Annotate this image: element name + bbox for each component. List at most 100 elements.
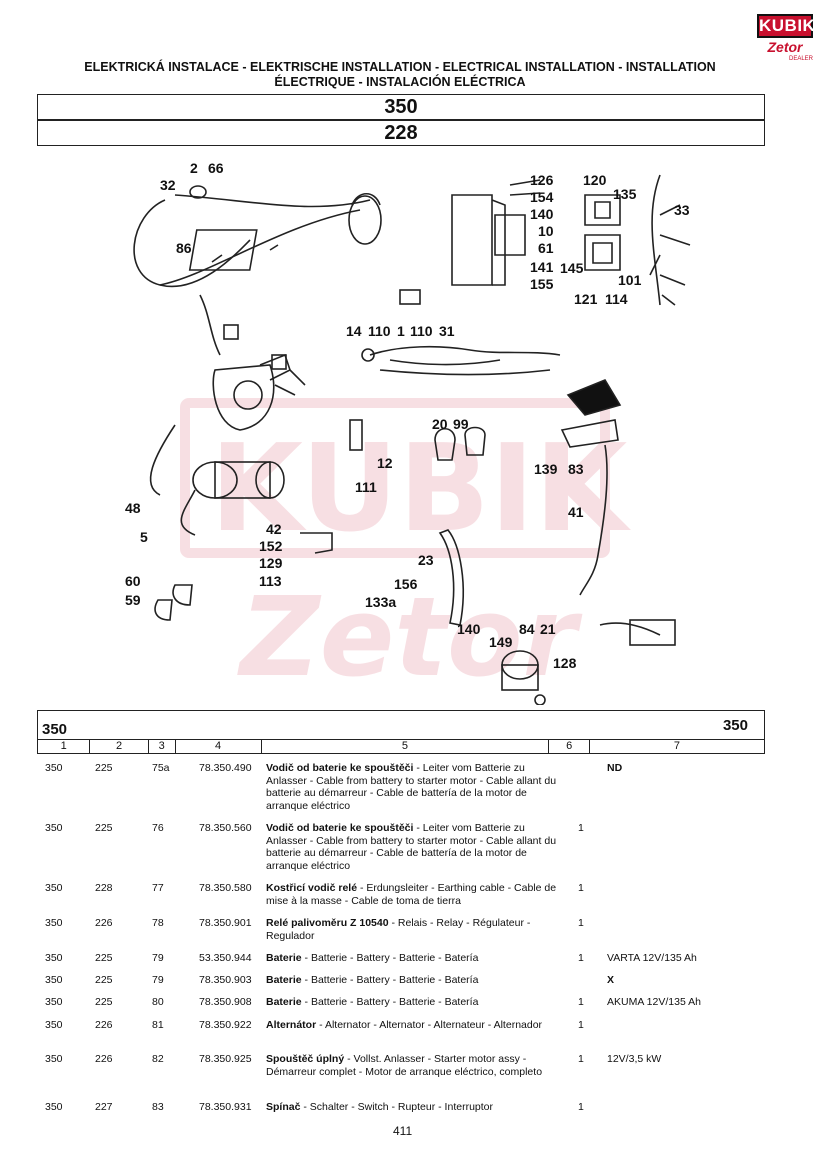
description-name: Spínač bbox=[266, 1101, 301, 1113]
description-text: - Batterie - Battery - Batterie - Baterí… bbox=[301, 996, 479, 1008]
callout: 139 bbox=[534, 461, 558, 477]
column-header: 2 bbox=[90, 740, 149, 754]
table-model-right: 350 bbox=[722, 717, 748, 734]
description-name: Baterie bbox=[266, 974, 302, 986]
cell-position: 82 bbox=[152, 1053, 164, 1065]
description-name: Vodič od baterie ke spouštěči bbox=[266, 822, 414, 834]
cell-description: Alternátor - Alternator - Alternator - A… bbox=[266, 1019, 558, 1032]
description-text: - Schalter - Switch - Rupteur - Interrup… bbox=[300, 1101, 494, 1113]
description-name: Alternátor bbox=[266, 1019, 317, 1031]
group-number-box: 228 bbox=[37, 120, 765, 146]
description-text: - Batterie - Battery - Batterie - Baterí… bbox=[301, 952, 479, 964]
cell-model: 350 bbox=[45, 917, 63, 929]
parts-table-header: 350 350 1 2 3 4 5 6 7 bbox=[37, 710, 765, 754]
description-text: - Erdungsleiter - Earthing cable - Cable… bbox=[266, 882, 557, 907]
callout: 145 bbox=[560, 260, 584, 276]
cell-description: Vodič od baterie ke spouštěči - Leiter v… bbox=[266, 822, 558, 872]
cell-position: 76 bbox=[152, 822, 164, 834]
cell-model: 350 bbox=[45, 974, 63, 986]
cell-description: Spínač - Schalter - Switch - Rupteur - I… bbox=[266, 1101, 558, 1114]
cell-group: 225 bbox=[95, 762, 113, 774]
cell-group: 225 bbox=[95, 952, 113, 964]
description-name: Baterie bbox=[266, 952, 302, 964]
cell-model: 350 bbox=[45, 1019, 63, 1031]
cell-position: 78 bbox=[152, 917, 164, 929]
callout: 48 bbox=[125, 500, 141, 516]
cell-group: 228 bbox=[95, 882, 113, 894]
callout: 140 bbox=[457, 621, 481, 637]
description-name: Spouštěč úplný bbox=[266, 1053, 345, 1065]
cell-note: VARTA 12V/135 Ah bbox=[607, 952, 697, 964]
callout: 14 bbox=[346, 323, 362, 339]
cell-description: Spouštěč úplný - Vollst. Anlasser - Star… bbox=[266, 1053, 558, 1078]
callout: 10 bbox=[538, 223, 554, 239]
cell-quantity: 1 bbox=[578, 952, 584, 964]
cell-quantity: 1 bbox=[578, 1101, 584, 1113]
description-text: - Vollst. Anlasser - Starter motor assy … bbox=[266, 1053, 543, 1078]
callout: 140 bbox=[530, 206, 554, 222]
cell-note: X bbox=[607, 974, 615, 986]
cell-quantity: 1 bbox=[578, 996, 584, 1008]
column-header: 3 bbox=[149, 740, 176, 754]
page-heading-line2: ÉLECTRIQUE - INSTALACIÓN ELÉCTRICA bbox=[274, 75, 526, 89]
callout: 110 bbox=[410, 323, 433, 339]
description-name: Baterie bbox=[266, 996, 302, 1008]
cell-part-number: 78.350.908 bbox=[199, 996, 252, 1008]
cell-model: 350 bbox=[45, 762, 63, 774]
cell-group: 225 bbox=[95, 822, 113, 834]
callout: 155 bbox=[530, 276, 554, 292]
cell-description: Kostřicí vodič relé - Erdungsleiter - Ea… bbox=[266, 882, 558, 907]
callout: 114 bbox=[605, 291, 628, 307]
callout: 42 bbox=[266, 521, 282, 537]
callout: 31 bbox=[439, 323, 455, 339]
callout: 5 bbox=[140, 529, 148, 545]
cell-note: 12V/3,5 kW bbox=[607, 1053, 662, 1065]
cell-position: 80 bbox=[152, 996, 164, 1008]
callout: 83 bbox=[568, 461, 584, 477]
callout: 149 bbox=[489, 634, 513, 650]
cell-part-number: 78.350.560 bbox=[199, 822, 252, 834]
watermark-sub: Zetor bbox=[237, 573, 583, 701]
description-text: - Leiter vom Batterie zu Anlasser - Cabl… bbox=[266, 762, 557, 812]
cell-part-number: 53.350.944 bbox=[199, 952, 252, 964]
cell-position: 79 bbox=[152, 952, 164, 964]
cell-note: AKUMA 12V/135 Ah bbox=[607, 996, 701, 1008]
callout: 32 bbox=[160, 177, 176, 193]
watermark-brand: KUBIK bbox=[210, 420, 631, 559]
description-text: - Batterie - Battery - Batterie - Baterí… bbox=[301, 974, 479, 986]
cell-position: 77 bbox=[152, 882, 164, 894]
callout: 126 bbox=[530, 172, 554, 188]
cell-part-number: 78.350.922 bbox=[199, 1019, 252, 1031]
description-text: - Leiter vom Batterie zu Anlasser - Cabl… bbox=[266, 822, 557, 872]
description-text: - Alternator - Alternator - Alternateur … bbox=[316, 1019, 543, 1031]
callout: 12 bbox=[377, 455, 393, 471]
callout: 121 bbox=[574, 291, 598, 307]
description-name: Relé palivoměru Z 10540 bbox=[266, 917, 389, 929]
logo-tiny-text: DEALER bbox=[788, 56, 813, 62]
column-header: 5 bbox=[262, 740, 550, 754]
callout: 41 bbox=[568, 504, 584, 520]
cell-model: 350 bbox=[45, 822, 63, 834]
cell-quantity: 1 bbox=[578, 1019, 584, 1031]
description-text: - Relais - Relay - Régulateur - Regulado… bbox=[266, 917, 531, 942]
cell-part-number: 78.350.490 bbox=[199, 762, 252, 774]
brand-logo: KUBIK Zetor DEALER bbox=[757, 14, 815, 62]
description-name: Vodič od baterie ke spouštěči bbox=[266, 762, 414, 774]
logo-sub-text: Zetor bbox=[767, 39, 803, 55]
callout: 128 bbox=[553, 655, 577, 671]
model-number-box: 350 bbox=[37, 94, 765, 120]
cell-part-number: 78.350.903 bbox=[199, 974, 252, 986]
cell-note: ND bbox=[607, 762, 623, 774]
logo-brand-text: KUBIK bbox=[757, 14, 815, 38]
callout: 23 bbox=[418, 552, 434, 568]
cell-description: Baterie - Batterie - Battery - Batterie … bbox=[266, 952, 558, 965]
watermark: KUBIK Zetor bbox=[180, 398, 631, 701]
column-header: 7 bbox=[673, 740, 681, 752]
cell-group: 227 bbox=[95, 1101, 113, 1113]
callout: 99 bbox=[453, 416, 469, 432]
cell-quantity: 1 bbox=[578, 1053, 584, 1065]
cell-position: 83 bbox=[152, 1101, 164, 1113]
description-name: Kostřicí vodič relé bbox=[266, 882, 358, 894]
callout: 59 bbox=[125, 592, 141, 608]
cell-model: 350 bbox=[45, 1101, 63, 1113]
